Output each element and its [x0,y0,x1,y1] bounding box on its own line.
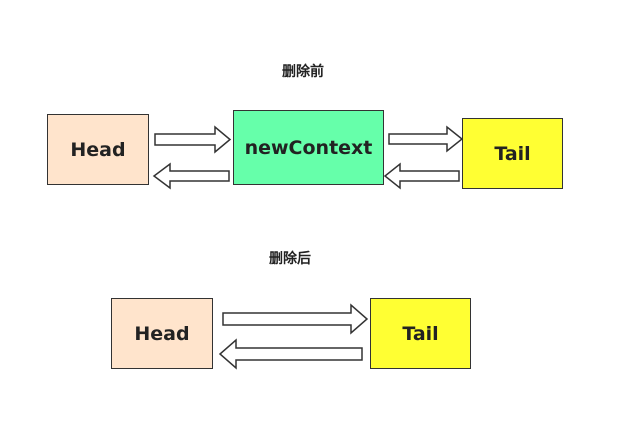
before-head-to-newcontext-arrow [154,125,232,154]
after-head-node: Head [111,298,213,369]
before-tail-node: Tail [462,118,563,189]
after-head-to-tail-arrow [222,303,369,335]
before-tail-to-newcontext-arrow [383,162,460,190]
before-newcontext-to-head-arrow [152,162,230,190]
before-newcontext-node: newContext [233,110,384,185]
after-tail-node: Tail [370,298,471,369]
after-title: 删除后 [269,251,311,267]
before-newcontext-to-tail-arrow [388,125,464,153]
before-head-node: Head [47,114,149,185]
after-tail-to-head-arrow [218,338,363,370]
before-title: 删除前 [282,64,324,80]
